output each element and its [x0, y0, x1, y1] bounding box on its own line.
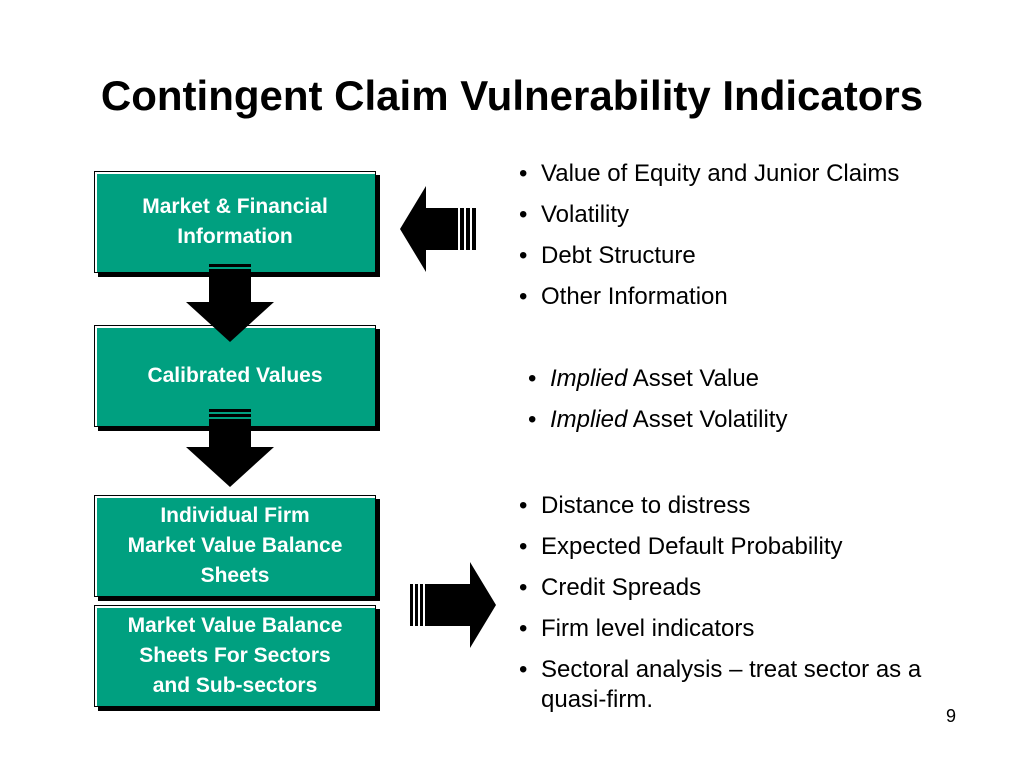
market-financial-info-box: Market & Financial Information	[94, 171, 376, 273]
inputs-bullet-list: Value of Equity and Junior Claims Volati…	[515, 153, 985, 317]
list-item: Expected Default Probability	[515, 532, 945, 562]
slide-title: Contingent Claim Vulnerability Indicator…	[100, 72, 924, 119]
left-arrow-icon	[400, 186, 476, 272]
list-item: Credit Spreads	[515, 573, 945, 603]
list-item: Debt Structure	[515, 235, 985, 276]
box-line: Market Value Balance	[127, 534, 343, 557]
list-item: Sectoral analysis – treat sector as a qu…	[515, 655, 945, 715]
emphasis-text: Implied	[550, 365, 628, 392]
list-item: Value of Equity and Junior Claims	[515, 153, 985, 194]
emphasis-text: Implied	[550, 406, 628, 433]
list-item: Firm level indicators	[515, 614, 945, 644]
item-text: Asset Volatility	[627, 406, 788, 433]
box-line: Market Value Balance	[127, 614, 343, 637]
list-item: Implied Asset Volatility	[524, 399, 924, 440]
list-item: Volatility	[515, 194, 985, 235]
page-number: 9	[946, 706, 957, 726]
calibrated-bullet-list: Implied Asset Value Implied Asset Volati…	[524, 358, 924, 440]
box-line: Sheets For Sectors	[139, 644, 331, 667]
down-arrow-icon	[186, 409, 274, 487]
individual-firm-balance-box: Individual Firm Market Value Balance She…	[94, 495, 376, 597]
list-item: Other Information	[515, 276, 985, 317]
box-line: Individual Firm	[160, 504, 310, 527]
down-arrow-icon	[186, 264, 274, 342]
sector-balance-box: Market Value Balance Sheets For Sectors …	[94, 605, 376, 707]
box-line: Market & Financial	[142, 195, 328, 218]
outputs-bullet-list: Distance to distress Expected Default Pr…	[515, 491, 945, 726]
box-line: Information	[177, 225, 293, 248]
list-item: Implied Asset Value	[524, 358, 924, 399]
box-line: Calibrated Values	[147, 364, 323, 387]
item-text: Asset Value	[627, 365, 760, 392]
right-arrow-icon	[410, 562, 496, 648]
box-line: and Sub-sectors	[152, 674, 318, 697]
list-item: Distance to distress	[515, 491, 945, 521]
box-line: Sheets	[200, 564, 270, 587]
